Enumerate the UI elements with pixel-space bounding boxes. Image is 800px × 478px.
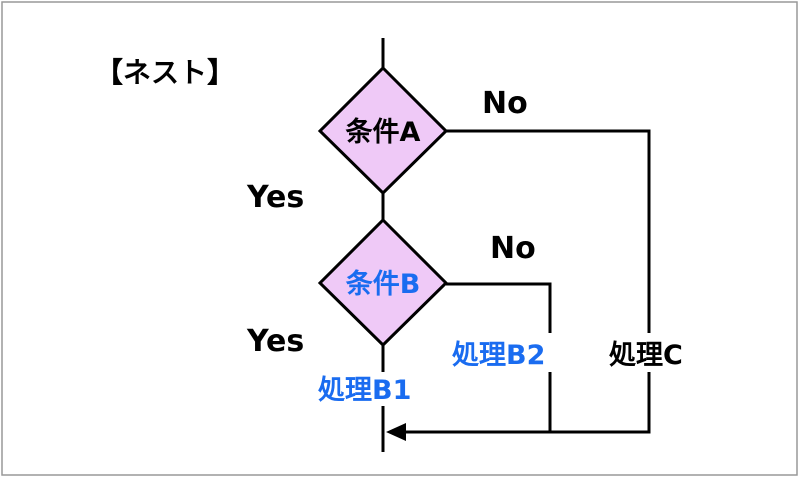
condition-b-diamond xyxy=(317,217,449,348)
process-c-label: 処理C xyxy=(609,339,683,371)
merge-arrow-icon xyxy=(386,423,406,441)
no-a-label: No xyxy=(482,86,528,121)
condition-b-label: 条件B xyxy=(346,269,421,300)
yes-b-label: Yes xyxy=(246,324,304,359)
connector-lines xyxy=(381,38,651,452)
yes-a-label: Yes xyxy=(246,180,304,215)
condition-a-label: 条件A xyxy=(346,117,421,148)
process-b2-label: 処理B2 xyxy=(452,339,545,371)
no-a-line-top xyxy=(446,129,651,333)
no-a-line-bottom xyxy=(390,372,651,434)
no-b-label: No xyxy=(490,231,536,266)
condition-a-diamond xyxy=(317,65,449,196)
diagram-title: 【ネスト】 xyxy=(95,56,235,89)
process-b1-label: 処理B1 xyxy=(318,374,411,406)
no-b-line-top xyxy=(446,282,552,333)
